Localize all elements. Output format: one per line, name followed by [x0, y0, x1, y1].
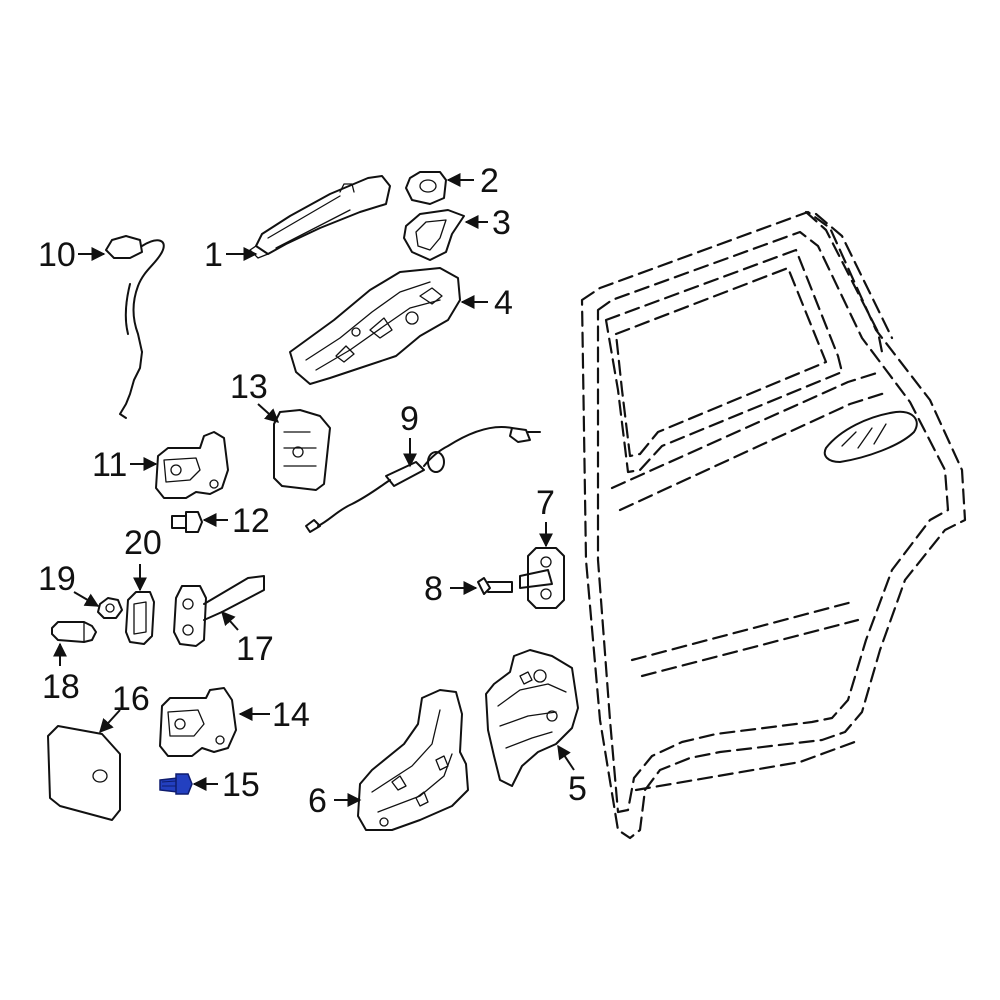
- part-10-lock-cable: [105, 235, 165, 419]
- callout-8: 8: [424, 570, 443, 608]
- leader-16: [99, 709, 121, 734]
- part-9-latch-cable: [305, 426, 541, 533]
- part-6-latch-bracket: [357, 689, 469, 831]
- callout-11: 11: [92, 446, 127, 484]
- part-17-door-check: [173, 575, 265, 647]
- callout-16: 16: [112, 680, 150, 718]
- part-19-nut: [97, 597, 123, 619]
- part-5-door-latch: [485, 649, 579, 787]
- part-18-pin: [51, 621, 97, 643]
- leader-5: [557, 744, 575, 771]
- callout-14: 14: [272, 696, 310, 734]
- part-2-handle-cap: [405, 171, 447, 205]
- callout-3: 3: [492, 204, 511, 242]
- callout-2: 2: [480, 162, 499, 200]
- callout-6: 6: [308, 782, 327, 820]
- callout-4: 4: [494, 284, 513, 322]
- part-1-outside-handle: [249, 175, 391, 259]
- part-15-bolt-highlighted[interactable]: [159, 773, 193, 795]
- callout-18: 18: [42, 668, 80, 706]
- part-4-handle-bracket: [289, 267, 461, 385]
- callout-labels: 1 2 3 4 5 6 7 8 9 10 11 12 13 14 15 16 1…: [38, 162, 587, 820]
- callout-9: 9: [400, 400, 419, 438]
- callout-15: 15: [222, 766, 260, 804]
- part-8-screw: [477, 577, 513, 595]
- leader-lines: [53, 173, 575, 807]
- part-11-upper-hinge: [155, 431, 229, 499]
- part-20-seal: [125, 591, 155, 645]
- part-16-shield: [47, 725, 121, 821]
- callout-12: 12: [232, 502, 270, 540]
- callout-17: 17: [236, 630, 274, 668]
- part-7-striker: [519, 547, 565, 609]
- callout-7: 7: [536, 484, 555, 522]
- leader-13: [257, 403, 280, 423]
- callout-5: 5: [568, 770, 587, 808]
- callout-1: 1: [204, 236, 223, 274]
- part-12-bolt: [171, 511, 203, 533]
- part-13-pad: [273, 409, 331, 491]
- rear-door-outline: [580, 210, 967, 840]
- leader-17: [221, 610, 239, 631]
- part-3-gasket: [403, 209, 465, 261]
- callout-19: 19: [38, 560, 76, 598]
- callout-13: 13: [230, 368, 268, 406]
- part-14-lower-hinge: [159, 687, 237, 757]
- callout-10: 10: [38, 236, 76, 274]
- leader-19: [73, 591, 100, 607]
- callout-20: 20: [124, 524, 162, 562]
